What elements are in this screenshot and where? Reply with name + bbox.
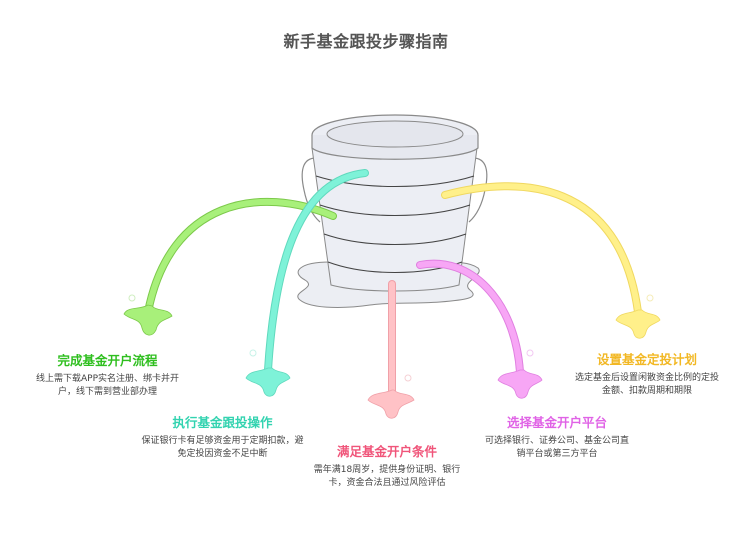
step-description: 线上需下载APP实名注册、绑卡并开户，线下需到营业部办理 bbox=[35, 374, 179, 397]
step-open-account-flow: 完成基金开户流程 线上需下载APP实名注册、绑卡并开户，线下需到营业部办理 bbox=[30, 350, 185, 398]
step-title: 执行基金跟投操作 bbox=[172, 415, 273, 430]
step-title: 满足基金开户条件 bbox=[336, 444, 437, 459]
drip-execute-follow bbox=[245, 169, 369, 397]
bucket-handle-left bbox=[301, 157, 321, 223]
drip-conditions bbox=[367, 280, 415, 419]
step-title: 选择基金开户平台 bbox=[506, 415, 607, 430]
step-choose-platform: 选择基金开户平台 可选择银行、证券公司、基金公司直销平台或第三方平台 bbox=[482, 412, 632, 460]
step-description: 需年满18周岁，提供身份证明、银行卡，资金合法且通过风险评估 bbox=[313, 465, 461, 488]
step-description: 保证银行卡有足够资金用于定期扣款，避免定投因资金不足中断 bbox=[141, 436, 304, 459]
drip-set-plan bbox=[441, 182, 661, 339]
step-conditions: 满足基金开户条件 需年满18周岁，提供身份证明、银行卡，资金合法且通过风险评估 bbox=[312, 441, 462, 489]
drip-choose-platform bbox=[416, 259, 543, 399]
step-title: 设置基金定投计划 bbox=[596, 352, 697, 367]
diagram-title: 新手基金跟投步骤指南 bbox=[283, 32, 449, 51]
step-execute-follow: 执行基金跟投操作 保证银行卡有足够资金用于定期扣款，避免定投因资金不足中断 bbox=[140, 412, 305, 460]
step-title: 完成基金开户流程 bbox=[57, 353, 158, 368]
step-set-plan: 设置基金定投计划 选定基金后设置闲散资金比例的定投金额、扣款周期和期限 bbox=[572, 349, 722, 397]
drip-open-account-flow bbox=[123, 197, 337, 336]
step-description: 选定基金后设置闲散资金比例的定投金额、扣款周期和期限 bbox=[574, 373, 719, 396]
step-description: 可选择银行、证券公司、基金公司直销平台或第三方平台 bbox=[484, 436, 629, 459]
